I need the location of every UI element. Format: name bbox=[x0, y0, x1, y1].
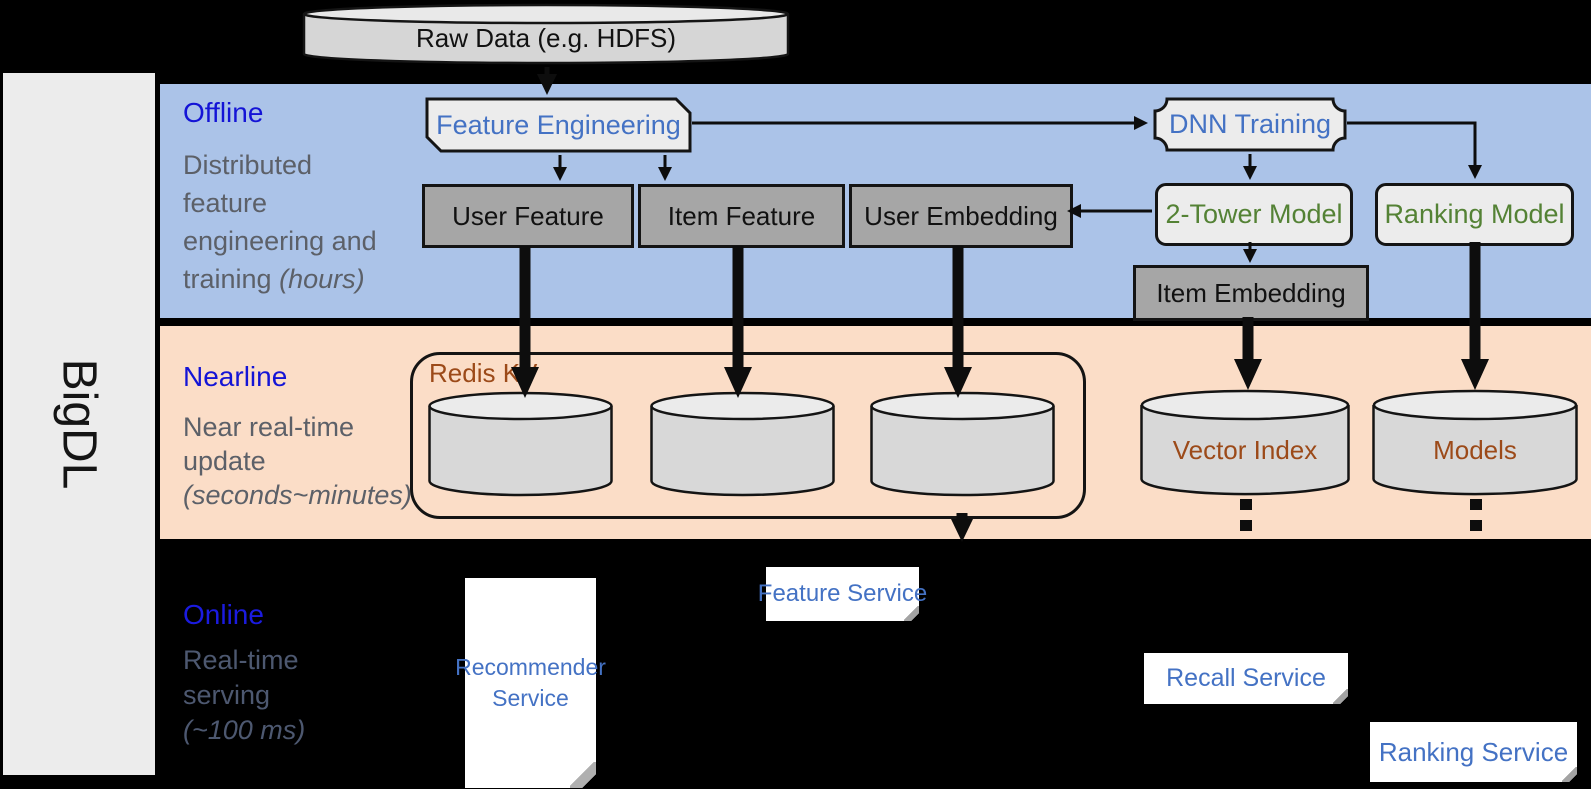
card-recall-service: Recall Service bbox=[1144, 653, 1348, 704]
node-two-tower-model: 2-Tower Model bbox=[1155, 183, 1353, 246]
raw-data-store: Raw Data (e.g. HDFS) bbox=[302, 3, 790, 65]
cylinder-models: Models bbox=[1372, 389, 1578, 501]
node-item-feature: Item Feature bbox=[638, 184, 845, 248]
offline-desc: Distributed feature engineering and trai… bbox=[183, 150, 377, 294]
snip-corner-shape bbox=[425, 97, 692, 153]
kv-cylinder-1 bbox=[428, 391, 613, 502]
offline-title: Offline bbox=[183, 97, 264, 128]
node-dnn-training: DNN Training bbox=[1153, 97, 1347, 152]
folded-corner bbox=[904, 606, 919, 621]
folded-corner bbox=[570, 762, 596, 788]
kv-cylinder-2 bbox=[650, 391, 835, 502]
redis-kv-label: Redis KV bbox=[429, 358, 538, 388]
folded-corner bbox=[1562, 767, 1577, 782]
cylinder-shape bbox=[302, 3, 790, 65]
folded-corner bbox=[1333, 689, 1348, 704]
card-feature-service: Feature Service bbox=[758, 567, 927, 621]
plaque-shape bbox=[1153, 97, 1347, 152]
node-feature-engineering: Feature Engineering bbox=[425, 97, 692, 153]
nearline-title: Nearline bbox=[183, 361, 288, 392]
node-user-feature: User Feature bbox=[422, 184, 634, 248]
online-desc: Real-time serving (~100 ms) bbox=[183, 645, 306, 745]
cylinder-vector-index: Vector Index bbox=[1140, 389, 1350, 501]
node-item-embedding: Item Embedding bbox=[1133, 265, 1369, 321]
node-ranking-model: Ranking Model bbox=[1375, 183, 1574, 246]
nearline-desc: Near real-time update (seconds~minutes) bbox=[183, 412, 412, 510]
doc-recommender-service: Recommender Service bbox=[455, 578, 606, 788]
bigdl-brand-label: BigDL bbox=[52, 358, 106, 490]
node-user-embedding: User Embedding bbox=[849, 184, 1073, 248]
online-title: Online bbox=[183, 599, 264, 630]
bigdl-sidebar: BigDL bbox=[3, 73, 155, 775]
card-ranking-service: Ranking Service bbox=[1370, 722, 1577, 782]
kv-cylinder-3 bbox=[870, 391, 1055, 502]
